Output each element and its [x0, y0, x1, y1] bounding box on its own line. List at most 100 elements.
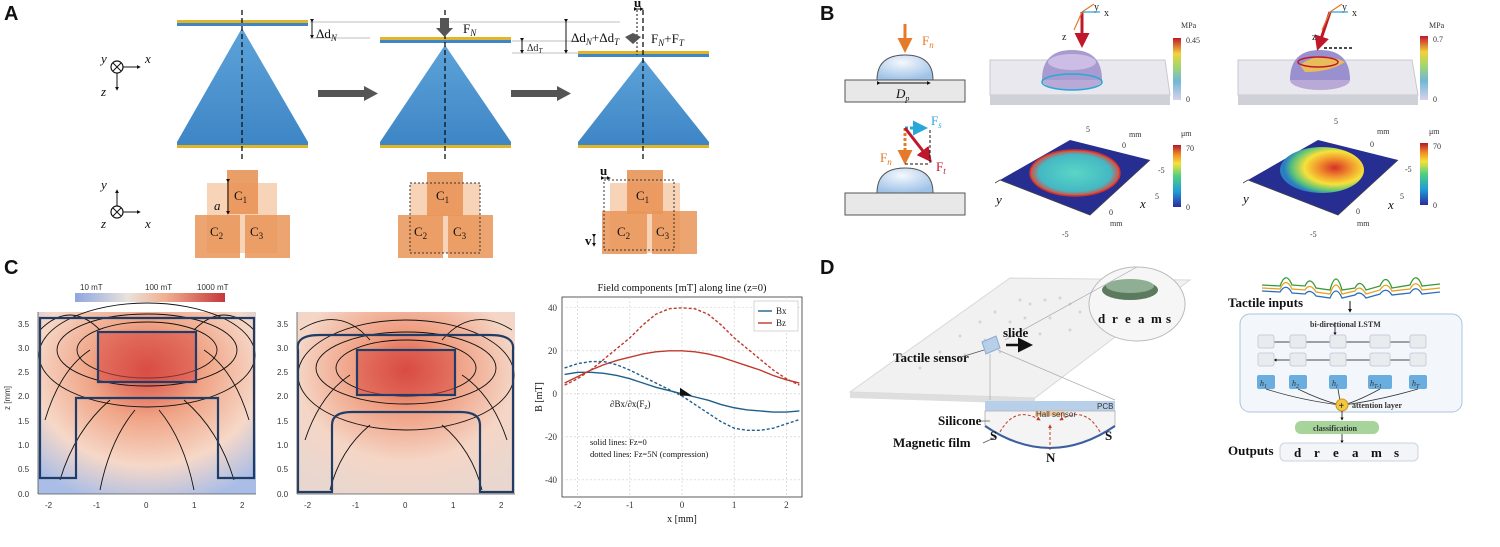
y-tick-label: -20: [545, 432, 557, 442]
colorbar-disp-2: [1420, 143, 1428, 205]
tactile-signal-traces: [1261, 277, 1441, 299]
xtick: -2: [45, 501, 53, 510]
tick-5-top-1: 5: [1086, 125, 1090, 134]
chart-xlabel: x [mm]: [667, 514, 697, 525]
ytick: 2.0: [277, 392, 289, 401]
axis-z-b1: z: [1062, 32, 1067, 43]
series-line-bz: [564, 350, 800, 384]
colorbar-stress-2: [1420, 36, 1428, 100]
axis-x-b2: x: [1352, 8, 1357, 19]
tick-5-right-1: 5: [1155, 192, 1159, 201]
map-ylabel: z [mm]: [3, 386, 12, 410]
ytick: 1.0: [277, 441, 289, 450]
colorbar-stress-1: [1173, 38, 1181, 100]
output-letter: m: [1371, 445, 1382, 460]
ytick: 3.5: [18, 320, 30, 329]
tactile-inputs-label: Tactile inputs: [1228, 295, 1303, 310]
x-tick-label: 2: [784, 500, 789, 510]
axis-y-b2: y: [1342, 2, 1347, 13]
zoom-circle: [1004, 266, 1186, 342]
ytick: 2.5: [18, 368, 30, 377]
axis-y-disp-2: y: [1241, 191, 1249, 206]
panel-d-letter: D: [820, 257, 834, 279]
outputs-label: Outputs: [1228, 443, 1274, 458]
h-label: h1: [1260, 379, 1267, 390]
output-letter: a: [1352, 445, 1359, 460]
zoom-letter: a: [1138, 311, 1145, 326]
zoom-letter: d: [1098, 311, 1106, 326]
axis-x-b1: x: [1104, 8, 1109, 19]
xtick: 2: [240, 501, 245, 510]
panel-c-letter: C: [4, 257, 18, 279]
c3-label-3: C3: [656, 224, 670, 241]
capacitor-blocks-2: [398, 172, 493, 258]
tactile-sensor-chip: [981, 335, 1001, 355]
xtick: -1: [352, 501, 360, 510]
tick-m5-right-1: -5: [1158, 166, 1165, 175]
displacement-plot-shear: [1242, 140, 1399, 216]
xtick: -2: [304, 501, 312, 510]
ytick: 1.0: [18, 441, 30, 450]
lstm-block: +: [1239, 313, 1463, 413]
s-pole-left: S: [990, 428, 997, 443]
colorbar-2-max: 0.7: [1433, 35, 1443, 44]
colorbar-3-max: 70: [1186, 144, 1194, 153]
panel-a-letter: A: [4, 3, 18, 25]
panel-b-letter: B: [820, 3, 834, 25]
axis-z-label: z: [100, 84, 106, 99]
map-2-yticks: 3.5 3.0 2.5 2.0 1.5 1.0 0.5 0.0: [277, 320, 289, 499]
hall-sensor-label: Hall sensor: [1036, 410, 1076, 419]
axis-y-label: y: [99, 51, 107, 66]
xtick: 1: [192, 501, 197, 510]
zoom-letter: m: [1151, 311, 1162, 326]
u-label-bottom: u: [600, 163, 607, 178]
note-solid: solid lines: Fz=0: [590, 437, 647, 447]
xtick: 0: [403, 501, 408, 510]
delta-dn-dt-label: ΔdN+ΔdT: [571, 30, 620, 47]
classification-label: classification: [1313, 424, 1358, 433]
tick-m5-bottom-2: -5: [1310, 230, 1317, 239]
c1-label-3: C1: [636, 188, 649, 205]
panel-a: A y x z ΔdN: [4, 0, 709, 258]
panel-b: B Fn Dp Fs Fn Ft: [820, 2, 1445, 239]
y-tick-label: 40: [548, 303, 558, 313]
fn-label-a: FN: [463, 21, 477, 38]
attention-label: attention layer: [1352, 401, 1402, 410]
fs-label: Fs: [931, 113, 942, 130]
ytick: 1.5: [277, 417, 289, 426]
c2-label: C2: [210, 224, 223, 241]
zoom-letter: s: [1166, 311, 1171, 326]
y-tick-label: -40: [545, 475, 557, 485]
ytick: 0.5: [18, 465, 30, 474]
legend-box: [753, 300, 799, 332]
map-yticks: 3.5 3.0 2.5 2.0 1.5 1.0 0.5 0.0: [18, 320, 30, 499]
x-tick-label: -1: [626, 500, 634, 510]
a-label: a: [214, 198, 221, 213]
pcb-label: PCB: [1097, 402, 1113, 411]
output-word: d r e a m s: [1294, 445, 1399, 460]
legend-label: Bz: [776, 318, 786, 328]
colorbar-2-unit: MPa: [1429, 21, 1445, 30]
cone-1: [177, 10, 308, 160]
axis-x-disp-1: x: [1139, 196, 1146, 211]
output-letter: d: [1294, 445, 1302, 460]
silicone-label: Silicone: [938, 413, 982, 428]
panel-c: C 10 mT 100 mT 1000 mT: [3, 257, 803, 525]
ytick: 3.0: [18, 344, 30, 353]
schematic-shear: [844, 120, 966, 216]
c1-label: C1: [234, 188, 247, 205]
axis-x-label-2: x: [144, 216, 151, 231]
xtick: 0: [144, 501, 149, 510]
tactile-sensor-label: Tactile sensor: [893, 350, 969, 365]
axis-z-label-2: z: [100, 216, 106, 231]
x-tick-label: 0: [680, 500, 685, 510]
chart-ylabel: B [mT]: [534, 382, 545, 412]
colorbar-label-100: 100 mT: [145, 283, 172, 292]
coord-system-top: y x z: [99, 51, 151, 99]
mm-bottom-1: mm: [1110, 219, 1123, 228]
ytick: 2.5: [277, 368, 289, 377]
tick-0-top-1: 0: [1122, 141, 1126, 150]
y-tick-label: 0: [553, 389, 558, 399]
mm-bottom-2: mm: [1357, 219, 1370, 228]
